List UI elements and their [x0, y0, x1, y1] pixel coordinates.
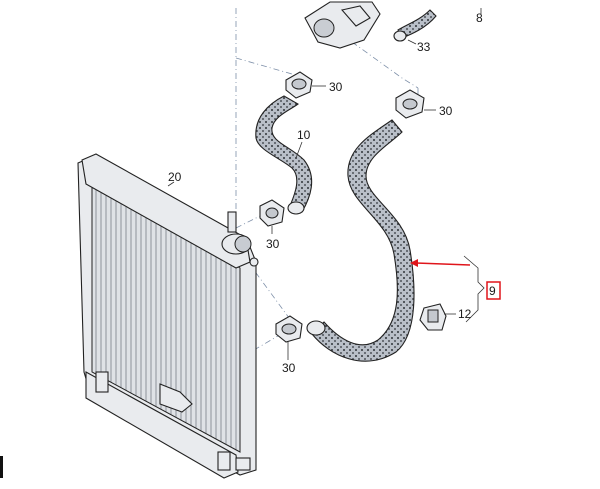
highlight-arrow	[410, 259, 471, 267]
hose-10	[255, 95, 313, 215]
hose-clamp-30-top-right	[395, 89, 425, 119]
callout-30-middle: 30	[266, 237, 280, 251]
thermostat-housing	[304, 1, 381, 49]
callout-30-bottom: 30	[282, 361, 296, 375]
callout-20: 20	[168, 170, 182, 184]
hose-9	[306, 119, 415, 362]
callout-9: 9	[489, 284, 496, 298]
assembly-guide-lines	[235, 8, 419, 351]
bracket-12	[419, 303, 447, 331]
hose-clamp-30-middle	[259, 199, 285, 227]
page-edge-marker	[0, 456, 3, 478]
leader-lines	[167, 8, 485, 360]
hose-clamp-30-top-left	[285, 71, 313, 99]
callout-10: 10	[297, 128, 311, 142]
callout-33: 33	[417, 40, 431, 54]
highlight-box-9	[486, 281, 501, 300]
callout-12: 12	[458, 307, 472, 321]
callout-30-top-left: 30	[329, 80, 343, 94]
hose-clamp-30-bottom	[275, 315, 303, 343]
callout-30-top-right: 30	[439, 104, 453, 118]
radiator	[77, 153, 259, 479]
callout-8: 8	[476, 11, 483, 25]
hose-33	[393, 9, 437, 42]
